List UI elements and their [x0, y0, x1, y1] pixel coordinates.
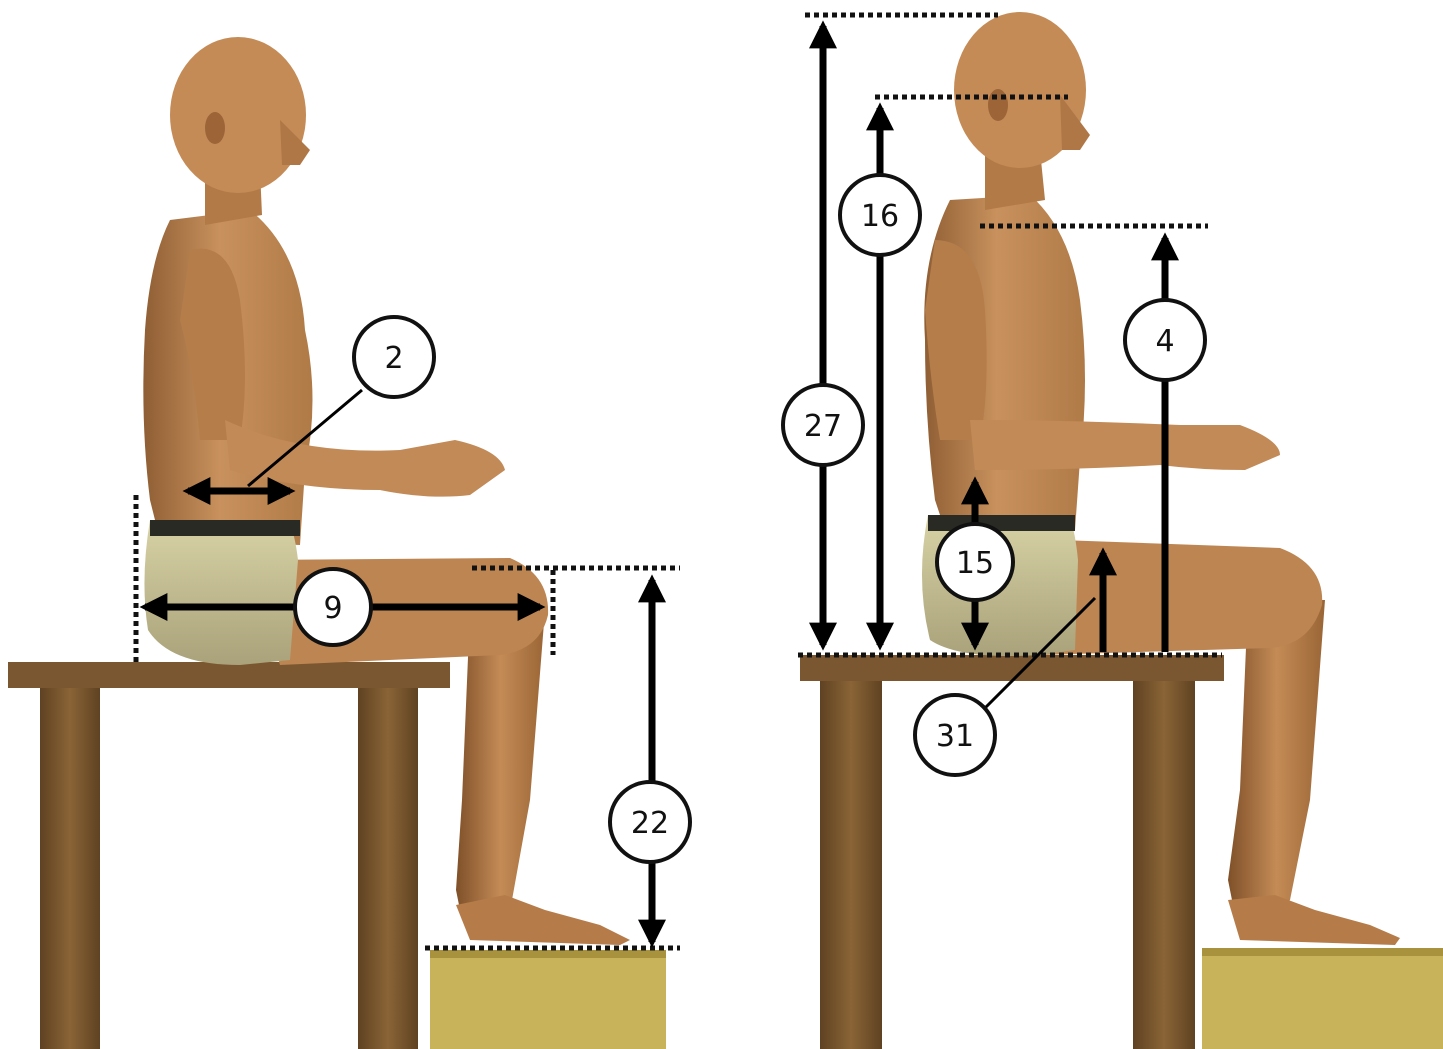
label-15: 15: [956, 546, 994, 581]
left-table-leg-back: [358, 688, 418, 1049]
measure-sitting-height: 27: [783, 26, 863, 645]
right-table: [800, 655, 1224, 1049]
measure-eye-height: 16: [840, 108, 920, 645]
label-4: 4: [1155, 324, 1174, 359]
left-table-top: [8, 662, 450, 688]
label-31: 31: [936, 719, 974, 754]
left-view: 2 9 22: [8, 37, 690, 1049]
label-9: 9: [323, 591, 342, 626]
label-16: 16: [861, 199, 899, 234]
right-table-leg-front: [820, 681, 882, 1049]
right-table-leg-back: [1133, 681, 1195, 1049]
left-footrest: [430, 950, 666, 1049]
right-footrest: [1202, 948, 1443, 1049]
left-table: [8, 662, 450, 1049]
label-27: 27: [804, 409, 842, 444]
label-22: 22: [631, 806, 669, 841]
right-view: 27 16 4 15 31: [783, 12, 1443, 1049]
right-table-top: [800, 655, 1224, 681]
label-2: 2: [384, 341, 403, 376]
left-table-leg-front: [40, 688, 100, 1049]
